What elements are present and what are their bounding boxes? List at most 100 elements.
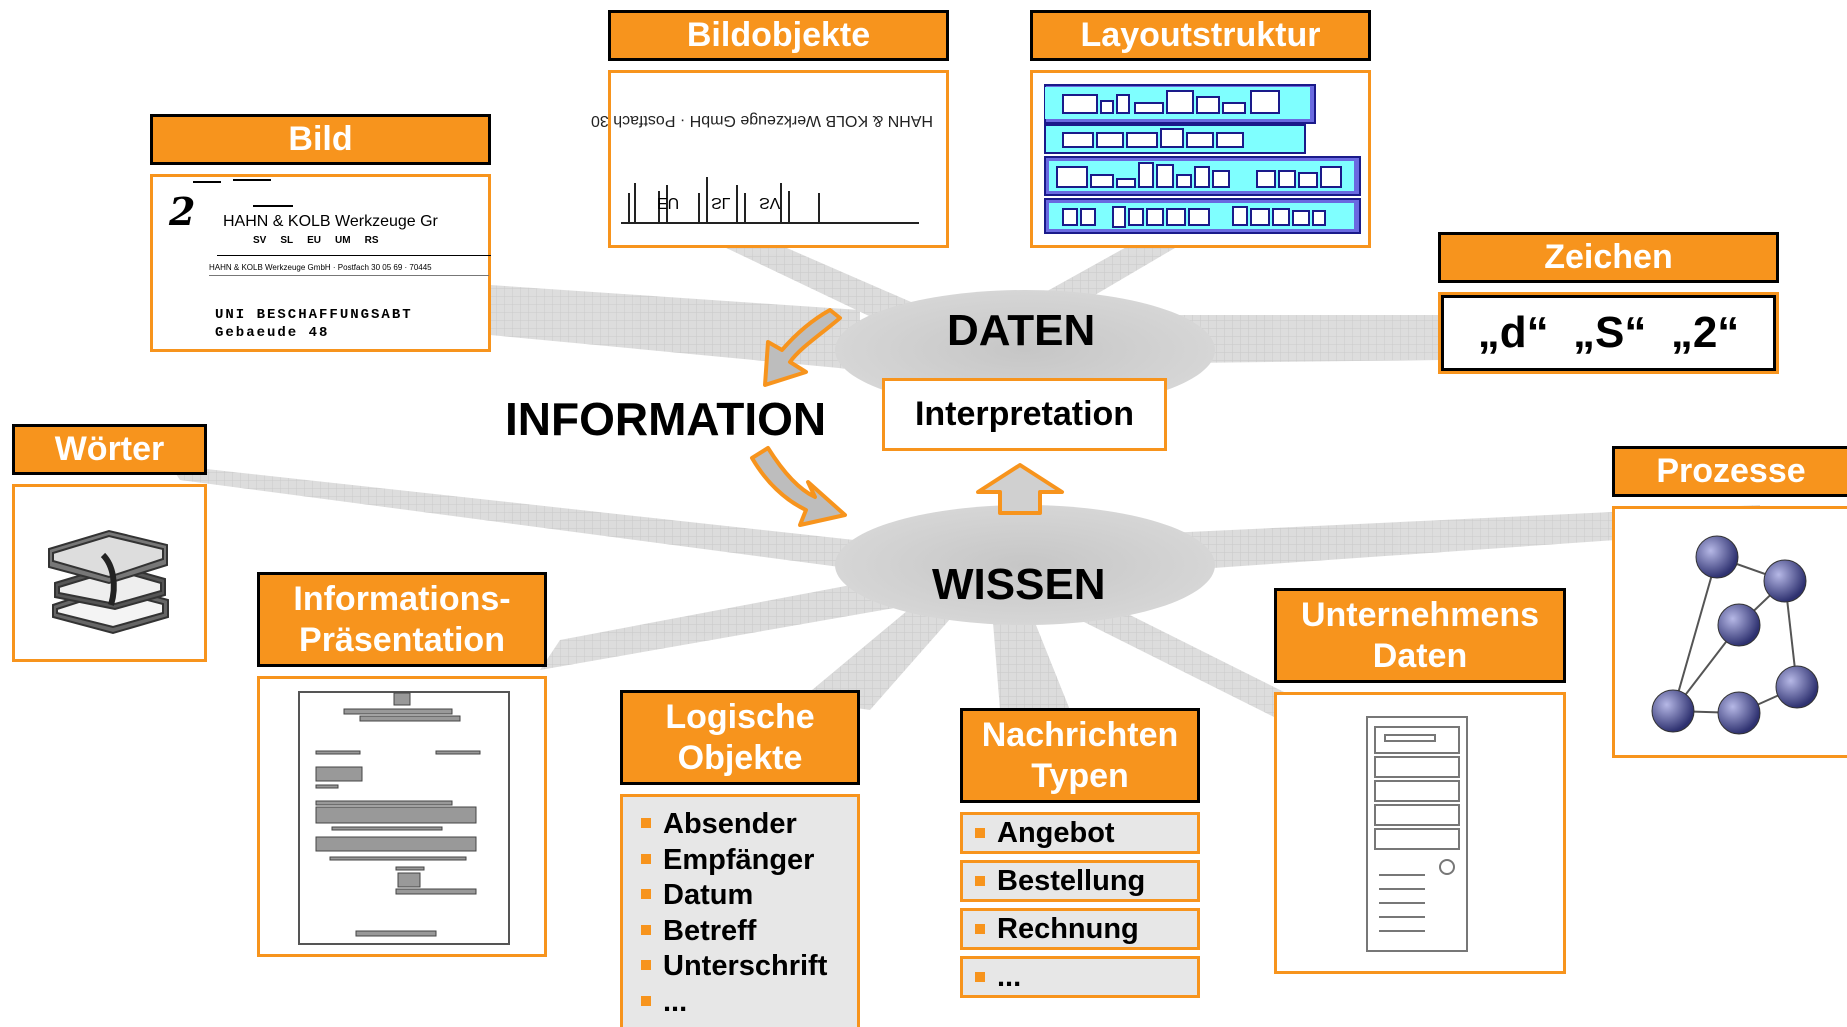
woerter-title: Wörter [54, 430, 165, 469]
prozesse-box [1612, 506, 1847, 758]
nachrichten-item-label: ... [997, 960, 1022, 993]
list-item: ... [641, 985, 857, 1021]
logische-header: Logische Objekte [620, 690, 860, 785]
nachrichten-title-line1: Nachrichten [981, 715, 1179, 754]
list-item-label: Datum [663, 879, 754, 911]
nachrichten-item-label: Rechnung [997, 912, 1139, 945]
prozesse-header: Prozesse [1612, 446, 1847, 497]
graph-network-icon [1651, 535, 1819, 735]
handwritten-mark: 2 [169, 189, 196, 234]
characters: „d“ „S“ „2“ [1477, 308, 1740, 357]
unternehmen-header: Unternehmens Daten [1274, 588, 1566, 683]
nachrichten-item: Bestellung [960, 860, 1200, 902]
divider [209, 275, 489, 276]
bullet [975, 924, 985, 934]
graph-node [1695, 535, 1739, 579]
list-item: Empfänger [641, 843, 857, 879]
fragment-text: SL [711, 194, 731, 211]
code: SL [280, 235, 294, 246]
code: SV [253, 235, 267, 246]
mark-line [253, 205, 293, 207]
building-line: Gebaeude 48 [215, 325, 330, 341]
woerter-box [12, 484, 207, 662]
graph-node [1763, 559, 1807, 603]
wissen-label: WISSEN [932, 560, 1106, 609]
unternehmen-title-line1: Unternehmens [1300, 595, 1540, 634]
nachrichten-item: Rechnung [960, 908, 1200, 950]
information-label: INFORMATION [505, 393, 827, 445]
zeichen-box: „d“ „S“ „2“ [1438, 292, 1779, 374]
fragment-text: EU [657, 194, 680, 211]
graph-node [1717, 603, 1761, 647]
prozesse-title: Prozesse [1656, 452, 1806, 491]
zeichen-header: Zeichen [1438, 232, 1779, 283]
praesentation-title-line1: Informations- [293, 579, 511, 618]
books-icon [48, 529, 169, 635]
divider [217, 255, 491, 256]
document-layout-sketch [298, 691, 510, 945]
bildobjekte-box: HAHN & KOLB Werkzeuge GmbH · Postfach 30… [590, 70, 949, 248]
code-row: SV SL EU UM RS [253, 235, 379, 246]
graph-node [1775, 665, 1819, 709]
bildobjekte-title: Bildobjekte [686, 16, 871, 55]
code: UM [335, 235, 351, 246]
wissen-ellipse [835, 505, 1215, 625]
list-item-label: ... [663, 985, 688, 1018]
unternehmen-title-line2: Daten [1372, 636, 1468, 675]
layoutstruktur-box [1030, 70, 1371, 248]
list-item-label: Betreff [663, 914, 757, 947]
bullet [641, 995, 651, 1006]
up-arrow-icon [976, 463, 1064, 515]
bullet [975, 876, 985, 886]
praesentation-title-line2: Präsentation [299, 620, 505, 659]
fragment-text: SV [759, 194, 781, 211]
code: RS [364, 235, 379, 246]
company-name: HAHN & KOLB Werkzeuge Gr [223, 213, 438, 230]
bullet [975, 972, 985, 982]
bullet [641, 818, 651, 829]
bullet [641, 853, 651, 864]
nachrichten-item-label: Bestellung [997, 864, 1146, 897]
bild-box: 2 HAHN & KOLB Werkzeuge Gr SV SL EU UM R… [150, 174, 491, 352]
list-item: Datum [641, 878, 857, 914]
nachrichten-item-label: Angebot [997, 816, 1115, 849]
graph-node [1651, 689, 1695, 733]
logische-title-line1: Logische [665, 697, 815, 736]
bild-header: Bild [150, 114, 491, 165]
woerter-header: Wörter [12, 424, 207, 475]
nachrichten-item: Angebot [960, 812, 1200, 854]
mirrored-text: HAHN & KOLB Werkzeuge GmbH · Postfach 30 [590, 112, 933, 129]
praesentation-header: Informations- Präsentation [257, 572, 547, 667]
address-line: HAHN & KOLB Werkzeuge GmbH · Postfach 30… [209, 263, 432, 272]
bild-title: Bild [288, 120, 353, 159]
bildobjekte-header: Bildobjekte [608, 10, 949, 61]
list-item-label: Unterschrift [663, 950, 828, 982]
fragment-strokes [621, 177, 919, 224]
curved-arrow-icon [750, 308, 847, 527]
graph-node [1717, 691, 1761, 735]
list-item-label: Empfänger [663, 843, 815, 876]
daten-label: DATEN [947, 306, 1096, 355]
bullet [641, 960, 651, 971]
recipient-line: UNI BESCHAFFUNGSABT [215, 307, 413, 323]
layoutstruktur-title: Layoutstruktur [1080, 16, 1321, 55]
server-icon [1366, 716, 1468, 952]
logische-list: Absender Empfänger Datum Betreff Untersc… [620, 794, 860, 1027]
list-item: Absender [641, 807, 857, 843]
layout-blocks [1044, 84, 1361, 234]
interpretation-label: Interpretation [914, 395, 1135, 433]
bullet [641, 889, 651, 900]
code: EU [307, 235, 322, 246]
praesentation-box [257, 676, 547, 957]
bullet [975, 828, 985, 838]
logische-title-line2: Objekte [677, 738, 803, 777]
mark-line [193, 181, 221, 183]
layoutstruktur-header: Layoutstruktur [1030, 10, 1371, 61]
list-item: Betreff [641, 914, 857, 950]
nachrichten-header: Nachrichten Typen [960, 708, 1200, 803]
nachrichten-item: ... [960, 956, 1200, 998]
mark-line [233, 179, 271, 181]
list-item-label: Absender [663, 808, 797, 840]
bullet [641, 924, 651, 935]
unternehmen-box [1274, 692, 1566, 974]
